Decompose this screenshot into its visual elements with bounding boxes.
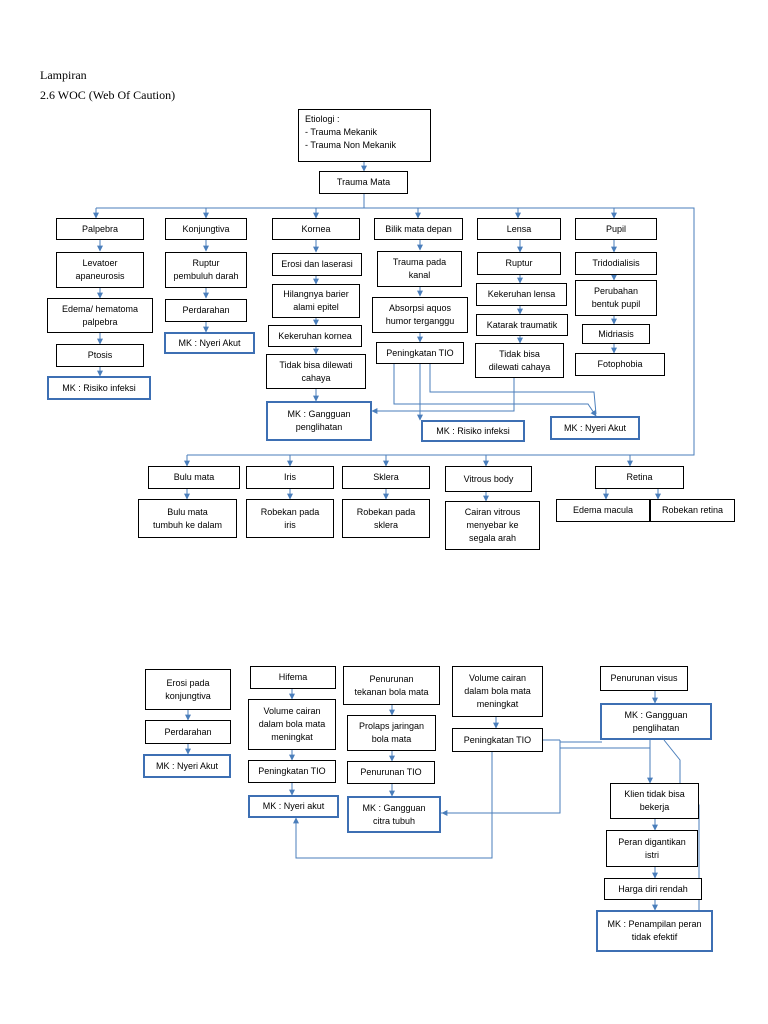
mk-nyeri-akut-2: MK : Nyeri Akut	[550, 416, 640, 440]
ruptur-pembuluh-box: Ruptur pembuluh darah	[165, 252, 247, 288]
hifema-box: Hifema	[250, 666, 336, 689]
robekan-sklera-box: Robekan pada sklera	[342, 499, 430, 538]
peningkatan-tio-box: Peningkatan TIO	[376, 342, 464, 364]
cairan-vitrous-box: Cairan vitrous menyebar ke segala arah	[445, 501, 540, 550]
lensa-box: Lensa	[477, 218, 561, 240]
pupil-box: Pupil	[575, 218, 657, 240]
absorpsi-aquos-box: Absorpsi aquos humor terganggu	[372, 297, 468, 333]
perubahan-bentuk-pupil-box: Perubahan bentuk pupil	[575, 280, 657, 316]
trauma-mata-box: Trauma Mata	[319, 171, 408, 194]
perdarahan-box: Perdarahan	[165, 299, 247, 322]
mk-gangguan-citra-tubuh: MK : Gangguan citra tubuh	[347, 796, 441, 833]
konjungtiva-box: Konjungtiva	[165, 218, 247, 240]
header-title: 2.6 WOC (Web Of Caution)	[40, 88, 176, 102]
etiologi-box: Etiologi : - Trauma Mekanik - Trauma Non…	[298, 109, 431, 162]
penurunan-tekanan-box: Penurunan tekanan bola mata	[343, 666, 440, 705]
tidak-bisa-dilewati-lensa-box: Tidak bisa dilewati cahaya	[475, 343, 564, 378]
vitrous-body-box: Vitrous body	[445, 466, 532, 492]
volume-cairan-2-box: Volume cairan dalam bola mata meningkat	[452, 666, 543, 717]
erosi-konjungtiva-box: Erosi pada konjungtiva	[145, 669, 231, 710]
kekeruhan-lensa-box: Kekeruhan lensa	[476, 283, 567, 306]
trauma-kanal-box: Trauma pada kanal	[377, 251, 462, 287]
tridodialisis-box: Tridodialisis	[575, 252, 657, 275]
peningkatan-tio-2-box: Peningkatan TIO	[248, 760, 336, 783]
mk-nyeri-akut-1: MK : Nyeri Akut	[164, 332, 255, 354]
tidak-bisa-dilewati-kornea-box: Tidak bisa dilewati cahaya	[266, 354, 366, 389]
fotophobia-box: Fotophobia	[575, 353, 665, 376]
erosi-laserasi-box: Erosi dan laserasi	[272, 253, 362, 276]
sklera-box: Sklera	[342, 466, 430, 489]
robekan-iris-box: Robekan pada iris	[246, 499, 334, 538]
mk-risiko-infeksi-1: MK : Risiko infeksi	[47, 376, 151, 400]
kornea-box: Kornea	[272, 218, 360, 240]
iris-box: Iris	[246, 466, 334, 489]
mk-gangguan-penglihatan-1: MK : Gangguan penglihatan	[266, 401, 372, 441]
mk-penampilan-peran: MK : Penampilan peran tidak efektif	[596, 910, 713, 952]
robekan-retina-box: Robekan retina	[650, 499, 735, 522]
midriasis-box: Midriasis	[582, 324, 650, 344]
harga-diri-rendah-box: Harga diri rendah	[604, 878, 702, 900]
header-lampiran: Lampiran	[40, 68, 87, 82]
ptosis-box: Ptosis	[56, 344, 144, 367]
mk-gangguan-penglihatan-2: MK : Gangguan penglihatan	[600, 703, 712, 740]
penurunan-tio-box: Penurunan TIO	[347, 761, 435, 784]
bulu-mata-tumbuh-box: Bulu mata tumbuh ke dalam	[138, 499, 237, 538]
edema-macula-box: Edema macula	[556, 499, 650, 522]
hilangnya-barier-box: Hilangnya barier alami epitel	[272, 284, 360, 318]
bilik-mata-depan-box: Bilik mata depan	[374, 218, 463, 240]
bulu-mata-box: Bulu mata	[148, 466, 240, 489]
peran-digantikan-box: Peran digantikan istri	[606, 830, 698, 867]
mk-nyeri-akut-3: MK : Nyeri Akut	[143, 754, 231, 778]
penurunan-visus-box: Penurunan visus	[600, 666, 688, 691]
palpebra-box: Palpebra	[56, 218, 144, 240]
ruptur-box: Ruptur	[477, 252, 561, 275]
edema-hematoma-box: Edema/ hematoma palpebra	[47, 298, 153, 333]
klien-tidak-bisa-bekerja-box: Klien tidak bisa bekerja	[610, 783, 699, 819]
prolaps-jaringan-box: Prolaps jaringan bola mata	[347, 715, 436, 751]
mk-risiko-infeksi-2: MK : Risiko infeksi	[421, 420, 525, 442]
volume-cairan-1-box: Volume cairan dalam bola mata meningkat	[248, 699, 336, 750]
peningkatan-tio-3-box: Peningkatan TIO	[452, 728, 543, 752]
retina-box: Retina	[595, 466, 684, 489]
mk-nyeri-akut-4: MK : Nyeri akut	[248, 795, 339, 818]
levatoer-box: Levatoer apaneurosis	[56, 252, 144, 288]
kekeruhan-kornea-box: Kekeruhan kornea	[268, 325, 362, 347]
perdarahan-bottom-box: Perdarahan	[145, 720, 231, 744]
katarak-traumatik-box: Katarak traumatik	[476, 314, 568, 336]
